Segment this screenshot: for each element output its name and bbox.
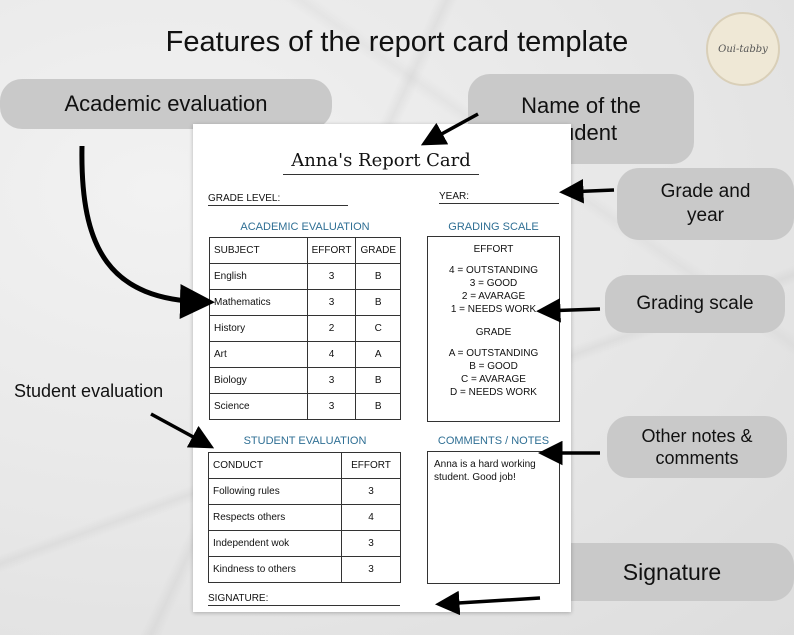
year-line xyxy=(439,203,559,204)
table-row: Following rules 3 xyxy=(208,478,401,505)
grade-cell: A xyxy=(355,341,401,368)
table-row: Science 3 B xyxy=(209,393,401,420)
grade-scale-heading: GRADE xyxy=(475,327,512,338)
comments-box: Anna is a hard working student. Good job… xyxy=(427,451,560,584)
grade-cell: C xyxy=(355,315,401,342)
brand-logo: Oui-tabby xyxy=(706,12,780,86)
comments-line: Anna is a hard working xyxy=(434,459,536,470)
callout-grade-line2: year xyxy=(687,205,724,226)
subject-cell: Biology xyxy=(209,367,308,394)
callout-academic-evaluation: Academic evaluation xyxy=(0,79,332,129)
signature-line xyxy=(208,605,400,606)
comments-line: student. Good job! xyxy=(434,472,516,483)
subject-cell: Science xyxy=(209,393,308,420)
grade-cell: B xyxy=(355,289,401,316)
callout-grading-label: Grading scale xyxy=(636,293,754,315)
subject-cell: Mathematics xyxy=(209,289,308,316)
academic-table: SUBJECT EFFORT GRADE English 3 B Mathema… xyxy=(209,237,401,420)
table-row: Kindness to others 3 xyxy=(208,556,401,583)
callout-other-notes: Other notes & comments xyxy=(607,416,787,478)
effort-cell: 2 xyxy=(306,315,357,342)
callout-name-line1: Name of the xyxy=(521,92,641,118)
effort-cell: 3 xyxy=(306,393,357,420)
effort-scale-item: 1 = NEEDS WORK xyxy=(450,304,537,315)
effort-scale-item: 4 = OUTSTANDING xyxy=(449,265,538,276)
subject-cell: Art xyxy=(209,341,308,368)
subject-cell: History xyxy=(209,315,308,342)
callout-signature: Signature xyxy=(550,543,794,601)
callout-grade-year: Grade and year xyxy=(617,168,794,240)
grade-scale-item: D = NEEDS WORK xyxy=(450,387,537,398)
conduct-cell: Following rules xyxy=(208,478,342,505)
table-row: Art 4 A xyxy=(209,341,401,368)
table-row: Biology 3 B xyxy=(209,367,401,394)
grading-heading: GRADING SCALE xyxy=(448,221,539,233)
arrow-to-year xyxy=(559,179,615,204)
effort-cell: 3 xyxy=(341,556,401,583)
callout-signature-label: Signature xyxy=(622,558,722,585)
grade-scale-item: C = AVARAGE xyxy=(461,374,526,385)
subject-cell: English xyxy=(209,263,308,290)
year-label: YEAR: xyxy=(439,191,470,202)
callout-student-evaluation: Student evaluation xyxy=(14,381,164,401)
effort-cell: 3 xyxy=(306,367,357,394)
grade-level-line xyxy=(208,205,348,206)
grade-scale-item: A = OUTSTANDING xyxy=(448,348,539,359)
effort-cell: 3 xyxy=(341,530,401,557)
table-row: Mathematics 3 B xyxy=(209,289,401,316)
grading-scale-box: EFFORT 4 = OUTSTANDING 3 = GOOD 2 = AVAR… xyxy=(427,236,560,422)
effort-cell: 3 xyxy=(341,478,401,505)
grade-scale-item: B = GOOD xyxy=(469,361,518,372)
student-header-row: CONDUCT EFFORT xyxy=(208,452,401,479)
conduct-cell: Independent wok xyxy=(208,530,342,557)
grade-cell: B xyxy=(355,263,401,290)
table-row: Independent wok 3 xyxy=(208,530,401,557)
page-headline: Features of the report card template xyxy=(165,26,629,58)
academic-header-row: SUBJECT EFFORT GRADE xyxy=(209,237,401,264)
student-evaluation-table: CONDUCT EFFORT Following rules 3 Respect… xyxy=(208,452,401,583)
comments-heading: COMMENTS / NOTES xyxy=(437,435,550,447)
callout-grade-line1: Grade and xyxy=(660,181,751,203)
effort-scale-item: 2 = AVARAGE xyxy=(461,291,526,302)
table-row: Respects others 4 xyxy=(208,504,401,531)
effort-cell: 4 xyxy=(306,341,357,368)
header-student-effort: EFFORT xyxy=(341,452,401,479)
header-subject: SUBJECT xyxy=(209,237,308,264)
callout-academic-label: Academic evaluation xyxy=(64,91,268,117)
report-card: Anna's Report Card GRADE LEVEL: YEAR: AC… xyxy=(193,124,571,612)
header-conduct: CONDUCT xyxy=(208,452,342,479)
effort-scale-heading: EFFORT xyxy=(473,244,514,255)
signature-label: SIGNATURE: xyxy=(208,593,269,604)
header-effort: EFFORT xyxy=(306,237,357,264)
effort-cell: 4 xyxy=(341,504,401,531)
conduct-cell: Respects others xyxy=(208,504,342,531)
grade-cell: B xyxy=(355,367,401,394)
student-evaluation-heading: STUDENT EVALUATION xyxy=(243,435,367,447)
header-grade: GRADE xyxy=(355,237,401,264)
academic-heading: ACADEMIC EVALUATION xyxy=(240,221,370,233)
conduct-cell: Kindness to others xyxy=(208,556,342,583)
effort-cell: 3 xyxy=(306,263,357,290)
callout-notes-line2: comments xyxy=(655,448,739,468)
callout-grading-scale: Grading scale xyxy=(605,275,785,333)
effort-cell: 3 xyxy=(306,289,357,316)
table-row: English 3 B xyxy=(209,263,401,290)
effort-scale-item: 3 = GOOD xyxy=(469,278,518,289)
table-row: History 2 C xyxy=(209,315,401,342)
grade-level-label: GRADE LEVEL: xyxy=(208,193,281,204)
arrow-to-academic-table xyxy=(79,145,215,319)
logo-text: Oui-tabby xyxy=(718,43,768,55)
grade-cell: B xyxy=(355,393,401,420)
callout-notes-line1: Other notes & xyxy=(641,425,753,446)
card-title: Anna's Report Card xyxy=(283,150,479,175)
